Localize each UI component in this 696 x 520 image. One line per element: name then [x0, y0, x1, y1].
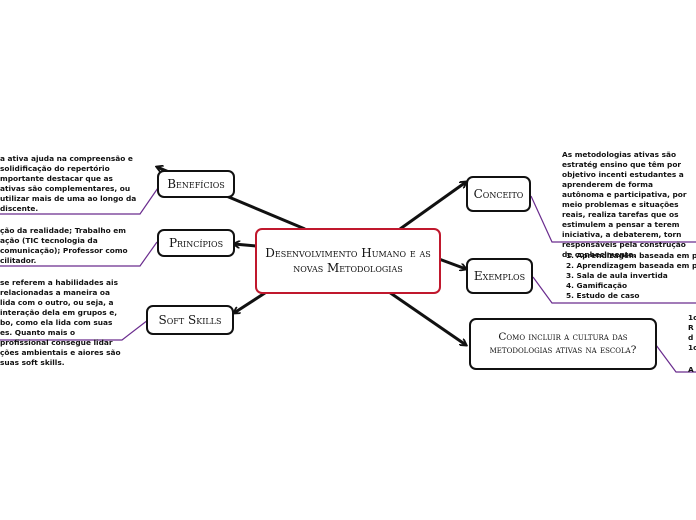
- note-como-incluir: 1c R d 1c A: [688, 313, 696, 375]
- list-item: 1. Aprendizagem baseada em probl: [566, 251, 696, 260]
- topic-conceito[interactable]: Conceito: [466, 176, 531, 212]
- note-line-exemplos: [532, 276, 696, 304]
- list-item: 5. Estudo de caso: [566, 291, 640, 300]
- topic-soft-skills[interactable]: Soft Skills: [146, 305, 234, 335]
- list-item: 4. Gamificação: [566, 281, 628, 290]
- topic-principios-label: Princípios: [168, 235, 224, 250]
- note-conceito: As metodologias ativas são estratég ensi…: [562, 150, 687, 259]
- connector-soft-skills: [234, 289, 269, 313]
- note-line-principios: [0, 241, 158, 267]
- topic-exemplos[interactable]: Exemplos: [466, 258, 533, 294]
- connector-como-incluir: [388, 290, 466, 345]
- list-item: 1c: [688, 343, 696, 352]
- connector-exemplos: [438, 257, 466, 269]
- topic-beneficios-label: Benefícios: [167, 176, 225, 191]
- note-line-como-incluir: [655, 344, 696, 373]
- topic-soft-skills-label: Soft Skills: [158, 312, 222, 327]
- note-line-beneficios: [0, 184, 161, 215]
- note-line-soft-skills: [0, 319, 149, 341]
- list-item: R: [688, 323, 694, 332]
- note-soft-skills: se referem a habilidades ais relacionada…: [0, 278, 121, 367]
- list-item: d: [688, 333, 694, 342]
- central-topic-label: Desenvolvimento Humano e as novas Metodo…: [265, 246, 431, 275]
- note-principios: ção da realidade; Trabalho em ação (TIC …: [0, 226, 128, 265]
- list-item: A: [688, 365, 694, 374]
- topic-conceito-label: Conceito: [473, 186, 524, 201]
- connector-conceito: [399, 182, 466, 231]
- central-topic[interactable]: Desenvolvimento Humano e as novas Metodo…: [255, 228, 441, 294]
- note-beneficios: a ativa ajuda na compreensão e solidific…: [0, 154, 137, 213]
- topic-principios[interactable]: Princípios: [157, 229, 235, 257]
- list-item: 1c: [688, 313, 696, 322]
- topic-beneficios[interactable]: Benefícios: [157, 170, 235, 198]
- note-line-conceito: [530, 195, 696, 243]
- topic-como-incluir-label: Como incluir a cultura das metodologias …: [489, 330, 637, 356]
- topic-exemplos-label: Exemplos: [473, 268, 526, 283]
- note-exemplos-list: 1. Aprendizagem baseada em probl 2. Apre…: [566, 251, 696, 301]
- list-item: 2. Aprendizagem baseada em proje: [566, 261, 696, 270]
- list-item: 3. Sala de aula invertida: [566, 271, 668, 280]
- topic-como-incluir[interactable]: Como incluir a cultura das metodologias …: [469, 318, 657, 370]
- connector-principios: [234, 244, 257, 246]
